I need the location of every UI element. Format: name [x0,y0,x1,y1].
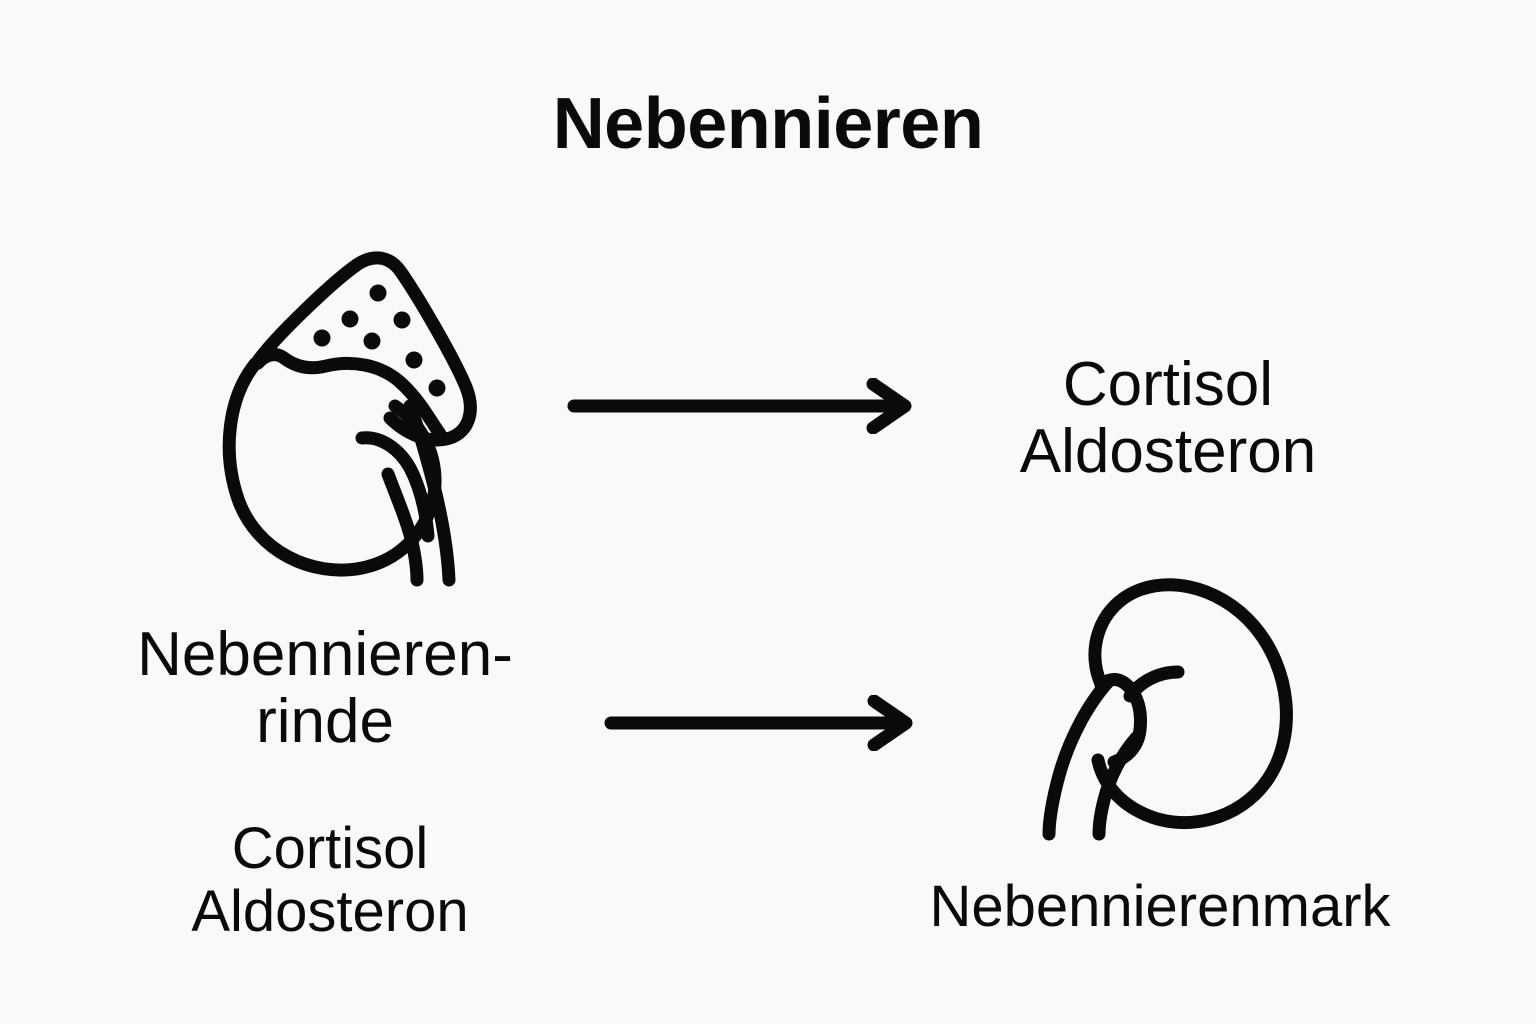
cortex-dots [313,284,446,397]
hormone-line-2: Aldosteron [1019,416,1317,486]
kidney-icon [1042,578,1293,841]
arrow-right-icon [604,695,913,751]
adrenal-cortex-hormone-line-1: Cortisol [231,816,429,881]
adrenal-cortex-hormone-label: Cortisol Aldosteron [75,816,585,944]
adrenal-medulla-label: Nebennierenmark [929,874,1391,939]
hormone-output-label: Cortisol Aldosteron [912,350,1424,486]
adrenal-cortex-hormone-line-2: Aldosteron [191,878,469,944]
arrow-right-icon [567,378,912,434]
hormone-line-1: Cortisol [1062,350,1274,419]
page-title: Nebennieren [552,84,984,164]
kidney-with-adrenal-gland-icon [222,251,477,587]
adrenal-cortex-label-line-1: Nebennieren- [137,620,513,689]
adrenal-cortex-label: Nebennieren- rinde [40,620,610,756]
adrenal-cortex-label-line-2: rinde [256,686,394,756]
